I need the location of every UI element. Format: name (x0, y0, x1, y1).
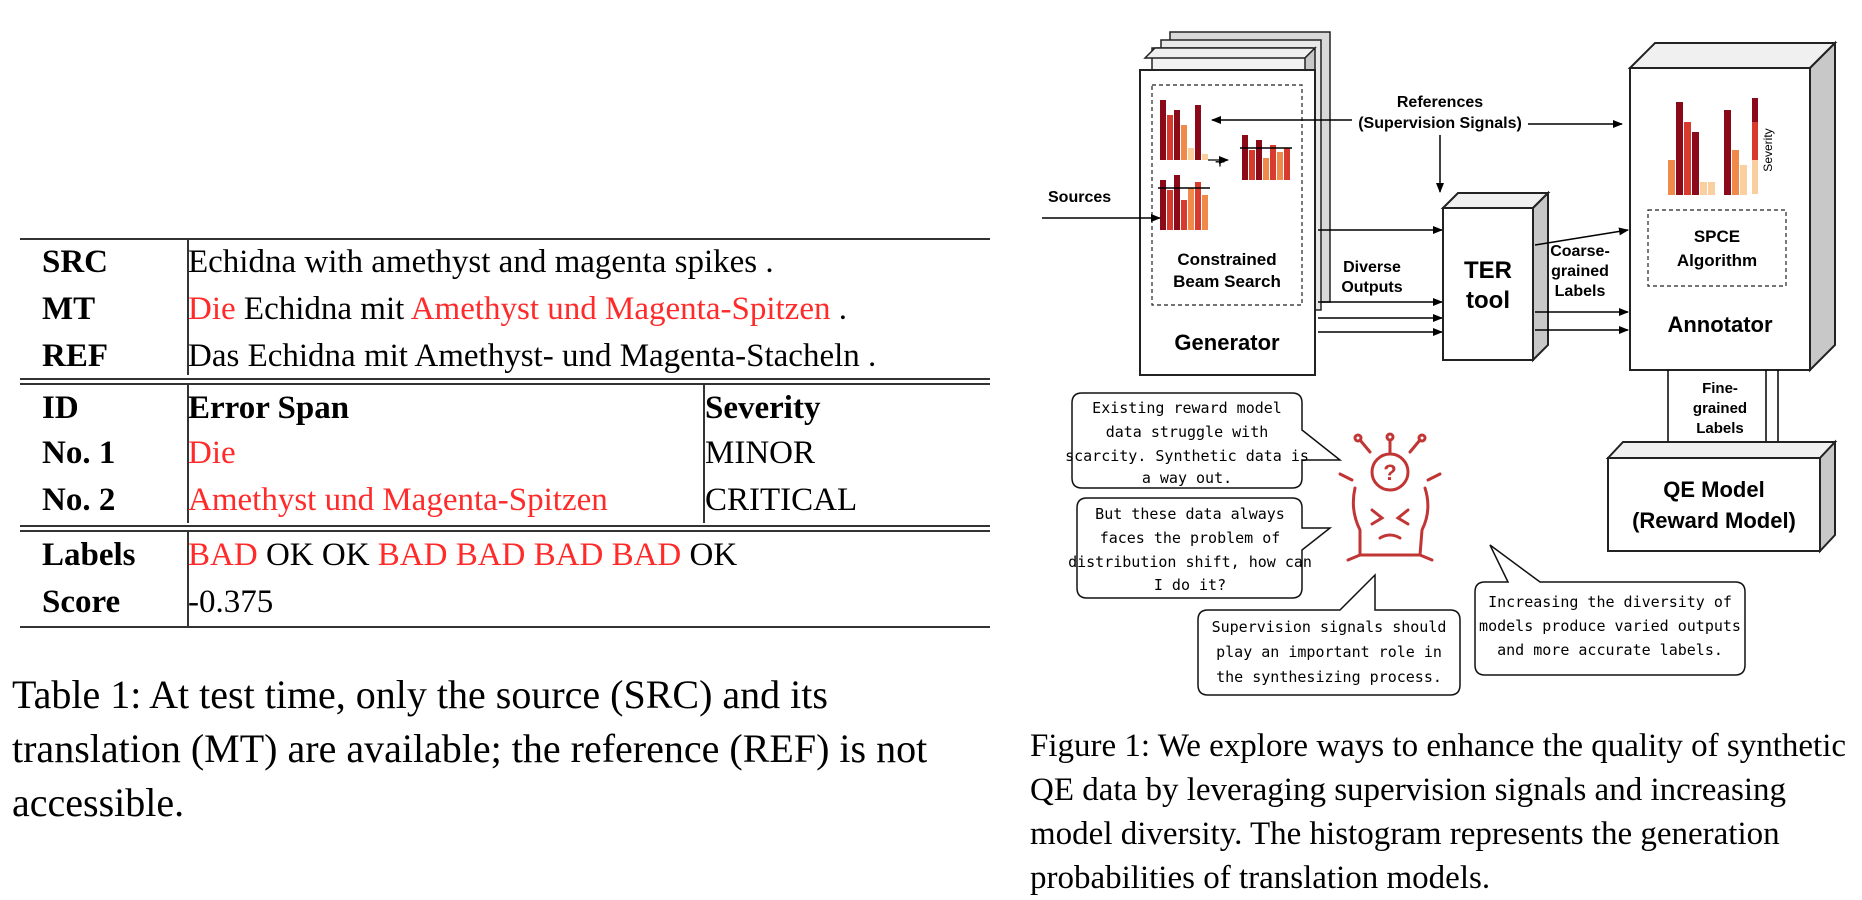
table-column-divider (187, 385, 189, 523)
qe-model-label: (Reward Model) (1632, 508, 1796, 533)
labels-tokens: BAD OK OK BAD BAD BAD BAD OK (188, 535, 737, 575)
fine-label-arrows (1664, 370, 1782, 451)
bubble-text: But these data always (1095, 505, 1285, 523)
speech-bubble (1474, 544, 1746, 676)
label-token: BAD (188, 537, 258, 573)
speech-bubble (1076, 497, 1333, 599)
qe-model-box (1605, 439, 1838, 554)
error-span: Amethyst und Magenta-Spitzen (188, 482, 608, 518)
table-column-divider (187, 238, 189, 375)
generator-histograms (1158, 100, 1292, 230)
error-severity: CRITICAL (705, 482, 858, 518)
labels-label: Labels (42, 537, 136, 573)
coarse-labels-label: Coarse- (1550, 243, 1610, 260)
error-severity: MINOR (705, 435, 816, 471)
label-token: OK (265, 537, 314, 573)
figure-1: + Constrained Beam Search Generator Sour… (1030, 10, 1862, 710)
generator-output-arrows (1318, 226, 1443, 336)
bubble-text: the synthesizing process. (1216, 668, 1442, 686)
score-value: -0.375 (188, 584, 274, 620)
bubble-text: Supervision signals should (1212, 618, 1447, 636)
qe-model-label: QE Model (1663, 477, 1764, 502)
mt-error-token: Amethyst und Magenta-Spitzen (410, 291, 831, 327)
label-token: BAD (377, 537, 448, 573)
table-double-rule (20, 378, 990, 380)
bubble-text: distribution shift, how can (1068, 553, 1312, 571)
table-double-rule (20, 530, 990, 532)
annotator-histogram (1660, 92, 1770, 200)
ref-label: REF (42, 338, 108, 374)
bubble-text: faces the problem of (1100, 529, 1281, 547)
mt-plain-token: Echidna mit (235, 291, 411, 327)
diverse-outputs-label: Diverse (1343, 259, 1401, 276)
svg-text:?: ? (1383, 460, 1396, 485)
references-label: References (1397, 94, 1483, 111)
sources-label: Sources (1048, 189, 1111, 206)
mt-plain-token: . (830, 291, 847, 327)
table-double-rule (20, 525, 990, 527)
id-header: ID (42, 390, 79, 426)
mt-label: MT (42, 291, 96, 327)
mt-error-token: Die (188, 291, 236, 327)
bubble-text: Existing reward model (1092, 399, 1282, 417)
references-label: (Supervision Signals) (1358, 115, 1522, 132)
bubble-text: and more accurate labels. (1497, 641, 1723, 659)
beam-search-label: Constrained (1177, 250, 1276, 269)
fine-labels-label: Labels (1696, 420, 1744, 437)
error-id: No. 1 (42, 435, 116, 471)
figure-diagram: + Constrained Beam Search Generator Sour… (1042, 31, 1838, 696)
table-bottom-rule (20, 626, 990, 628)
label-token: BAD (533, 537, 604, 573)
bubble-text: models produce varied outputs (1479, 617, 1741, 635)
confused-head-icon: ? (1338, 432, 1442, 562)
table-column-divider (187, 532, 189, 626)
severity-axis-label: Severity (1761, 128, 1775, 171)
fine-labels-label: Fine- (1702, 380, 1738, 397)
spce-label: Algorithm (1677, 251, 1757, 270)
bubble-text: data struggle with (1106, 423, 1269, 441)
generator-stack (1139, 31, 1331, 376)
src-text: Echidna with amethyst and magenta spikes… (188, 244, 774, 280)
label-token: OK (321, 537, 370, 573)
bubble-text: play an important role in (1216, 643, 1442, 661)
annotator-label: Annotator (1667, 312, 1773, 337)
error-id: No. 2 (42, 482, 116, 518)
severity-header: Severity (705, 390, 821, 426)
score-label: Score (42, 584, 121, 620)
error-span-header: Error Span (188, 390, 350, 426)
coarse-labels-label: grained (1551, 263, 1609, 280)
figure-caption: Figure 1: We explore ways to enhance the… (1030, 728, 1847, 896)
diverse-outputs-label: Outputs (1341, 279, 1402, 296)
spce-label: SPCE (1694, 227, 1740, 246)
beam-search-label: Beam Search (1173, 272, 1281, 291)
src-label: SRC (42, 244, 109, 280)
coarse-labels-label: Labels (1555, 283, 1606, 300)
error-span: Die (188, 435, 236, 471)
mt-text: Die Echidna mit Amethyst und Magenta-Spi… (188, 289, 847, 329)
table-top-rule (20, 238, 990, 240)
label-token: OK (689, 537, 738, 573)
ter-tool-box (1440, 190, 1551, 363)
label-token: BAD (611, 537, 682, 573)
plus-sign: + (1215, 152, 1226, 172)
generator-label: Generator (1174, 330, 1280, 355)
fine-labels-label: grained (1693, 400, 1747, 417)
bubble-text: I do it? (1154, 576, 1226, 594)
bubble-text: scarcity. Synthetic data is (1065, 447, 1309, 465)
table-caption: Table 1: At test time, only the source (… (12, 672, 928, 825)
label-token: BAD (455, 537, 526, 573)
table-column-divider (703, 385, 705, 523)
ref-text: Das Echidna mit Amethyst- und Magenta-St… (188, 338, 877, 374)
speech-bubble (1071, 392, 1343, 489)
bubble-text: a way out. (1142, 469, 1232, 487)
bubble-text: Increasing the diversity of (1488, 593, 1732, 611)
speech-bubble (1197, 573, 1461, 696)
ter-tool-label: tool (1466, 287, 1510, 314)
ter-tool-label: TER (1464, 257, 1512, 284)
table-double-rule (20, 383, 990, 385)
coarse-label-arrows (1534, 227, 1629, 334)
